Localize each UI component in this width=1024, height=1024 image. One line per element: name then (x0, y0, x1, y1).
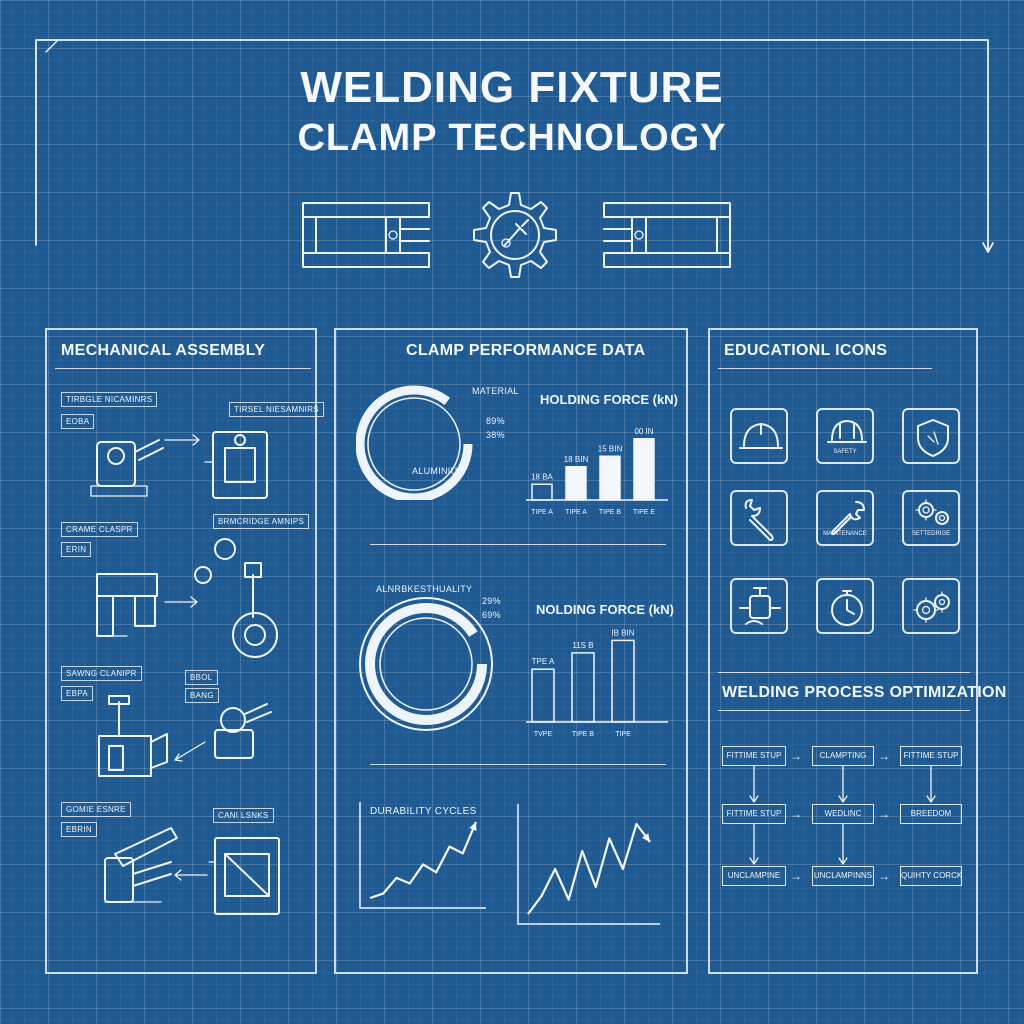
bar-category-label: TIPE A (531, 509, 553, 516)
arrow-right-icon: → (790, 807, 802, 821)
bar-category-label: TIPE B (599, 509, 622, 516)
page-title: WELDING FIXTURE CLAMP TECHNOLOGY (0, 62, 1024, 162)
wrench-icon[interactable] (730, 490, 788, 546)
assembly-label: EBRIN (61, 822, 97, 837)
educational-panel: EDUCATIONL ICONS SAFETY MAINTENANCE SETT… (708, 328, 1006, 974)
arrow-right-icon: → (878, 749, 890, 763)
bar-value-label: 00 IN (634, 427, 653, 436)
bar-category-label: TIPE E (633, 509, 656, 516)
chart1-title: HOLDING FORCE (kN) (540, 392, 678, 407)
bar (599, 455, 621, 501)
bar-category-label: TIPE A (565, 509, 587, 516)
process-step: UNCLAMPINE (722, 866, 786, 886)
cogs-icon[interactable] (902, 578, 960, 634)
timer-icon[interactable] (816, 578, 874, 634)
header-clamp-right-icon (603, 202, 731, 268)
title-underline (718, 368, 932, 369)
bar-value-label: IB BIN (611, 628, 634, 637)
safety-helmet-icon[interactable]: SAFETY (816, 408, 874, 464)
arrow-right-icon: → (790, 869, 802, 883)
assembly-label: BRMCRIDGE AMNIPS (213, 514, 310, 529)
chart2-title: NOLDING FORCE (kN) (536, 602, 674, 617)
educational-title: EDUCATIONL ICONS (724, 342, 888, 359)
assembly-drawings (90, 431, 280, 915)
trend-arrow-icon (469, 822, 477, 831)
bar (571, 652, 595, 723)
arrow-right-icon: → (878, 869, 890, 883)
assembly-label: EBPA (61, 686, 93, 701)
assembly-label: TIRSEL NIESAMNIRS (229, 402, 324, 417)
pipe-valve-icon[interactable] (730, 578, 788, 634)
bar-category-label: TIPE B (572, 731, 595, 738)
gears-icon[interactable]: SETTEDRIGE (902, 490, 960, 546)
bar (611, 639, 635, 723)
performance-title: CLAMP PERFORMANCE DATA (406, 342, 646, 359)
mechanical-assembly-title: MECHANICAL ASSEMBLY (61, 342, 266, 359)
shield-icon[interactable] (902, 408, 960, 464)
line-chart-durability (359, 802, 486, 909)
donut2-label-top: ALNRBKESTHUALITY (376, 584, 473, 594)
bar (633, 438, 655, 501)
bar-chart-1: 18 BA TIPE A 18 BIN TIPE A 15 BIN TIPE B 00 IN… (526, 427, 668, 516)
divider-2 (370, 764, 666, 765)
assembly-label: BANG (185, 688, 219, 703)
bar-category-label: TVPE (534, 731, 553, 738)
header-gear-icon (473, 192, 557, 278)
axis (517, 804, 660, 925)
line-chart-2 (517, 804, 660, 925)
donut-chart-2 (359, 597, 493, 731)
donut2-pct2: 69% (482, 610, 501, 620)
mechanical-assembly-panel: MECHANICAL ASSEMBLY TIRBGLE NICAMINRS EO… (45, 328, 324, 974)
donut1-pct2: 38% (486, 430, 505, 440)
process-connectors (749, 765, 936, 865)
bar-category-label: TIPE (615, 731, 631, 738)
bar (531, 483, 553, 501)
assembly-label: GOMIE ESNRE (61, 802, 131, 817)
assembly-label: BBOL (185, 670, 218, 685)
process-step: UNCLAMPINNS (812, 866, 874, 886)
assembly-label: SAWNG CLANIPR (61, 666, 142, 681)
durability-title: DURABILITY CYCLES (370, 806, 477, 817)
bar-value-label: 18 BA (531, 472, 553, 481)
arrow-right-icon: → (790, 749, 802, 763)
title-line-1: WELDING FIXTURE (300, 63, 724, 112)
bar-chart-2: TPE A TVPE 11S B TIPE B IB BIN TIPE (526, 628, 668, 738)
donut1-label-top: MATERIAL (472, 386, 519, 396)
divider-1 (370, 544, 666, 545)
header-clamp-left-icon (302, 202, 430, 268)
donut1-inner-label: ALUMINIUM (412, 466, 466, 476)
donut1-pct1: 89% (486, 416, 505, 426)
bar-value-label: TPE A (532, 657, 555, 666)
assembly-label: ERIN (61, 542, 92, 557)
series-line (369, 821, 478, 900)
bar (565, 466, 587, 501)
donut-chart-1 (356, 385, 473, 500)
assembly-label: CRAME CLASPR (61, 522, 138, 537)
divider (718, 710, 970, 711)
assembly-label: CANI LSNKS (213, 808, 274, 823)
arrow-right-icon: → (878, 807, 890, 821)
process-step: BREEDOM (900, 804, 962, 824)
series-line (527, 822, 651, 915)
bar-value-label: 18 BIN (564, 455, 589, 464)
title-underline (55, 368, 311, 369)
donut2-pct1: 29% (482, 596, 501, 606)
process-title: WELDING PROCESS OPTIMIZATION (722, 684, 1007, 701)
maintenance-wrench-icon[interactable]: MAINTENANCE (816, 490, 874, 546)
hard-hat-icon[interactable] (730, 408, 788, 464)
assembly-label: EOBA (61, 414, 95, 429)
trend-arrow-icon (641, 833, 650, 842)
clamp-performance-panel: CLAMP PERFORMANCE DATA MATERIAL 89% 38% … (334, 328, 688, 974)
process-step: QUIHTY CORCK (900, 866, 962, 886)
bar-value-label: 11S B (572, 641, 593, 650)
divider (718, 672, 970, 673)
bar-value-label: 15 BIN (598, 444, 623, 453)
title-line-2: CLAMP TECHNOLOGY (297, 117, 727, 159)
assembly-label: TIRBGLE NICAMINRS (61, 392, 158, 407)
axis (359, 802, 486, 909)
bar (531, 668, 555, 723)
